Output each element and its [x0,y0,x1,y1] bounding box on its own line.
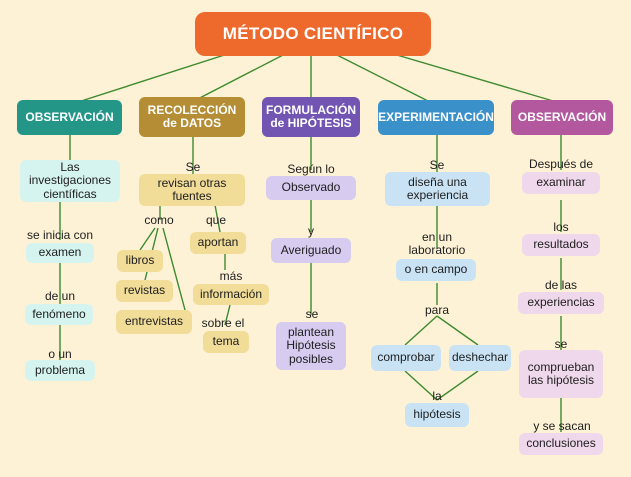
connector-como: como [144,213,174,228]
node-comprobar: comprobar [371,345,441,371]
connector-se-inicia-con: se inicia con [26,228,94,243]
node-averiguado: Averiguado [271,238,351,263]
connector-se-disena: Se [429,158,445,173]
connector-los: los [553,220,569,235]
node-plantean-hipotesis: plantean Hipótesis posibles [276,322,346,370]
heading-observacion: OBSERVACIÓN [17,100,122,135]
node-entrevistas: entrevistas [116,310,192,334]
connector-de-las: de las [544,278,578,293]
connector-en-un-laboratorio: en un laboratorio [408,229,466,257]
node-problema: problema [25,360,95,381]
connector-que: que [205,213,227,228]
connector-y-se-sacan: y se sacan [533,419,591,434]
node-disena-experiencia: diseña una experiencia [385,172,490,206]
node-libros: libros [117,250,163,272]
heading-recoleccion-datos: RECOLECCIÓN de DATOS [139,97,245,137]
page-title: MÉTODO CIENTÍFICO [195,12,431,56]
connector-segun-lo: Según lo [287,162,335,177]
node-examinar: examinar [522,172,600,194]
connector-se-comprueban: se [554,337,568,352]
connector-se: Se [185,160,201,175]
heading-formulacion-hipotesis: FORMULACIÓN de HIPÓTESIS [262,97,360,137]
node-investigaciones: Las investigaciones científicas [20,160,120,202]
connector-sobre-el: sobre el [201,316,245,331]
node-o-en-campo: o en campo [396,259,476,281]
connector-la: la [432,389,442,404]
connector-y: y [308,224,314,239]
node-aportan: aportan [190,232,246,254]
node-deshechar: deshechar [449,345,511,371]
connector-de-un: de un [44,289,76,304]
node-conclusiones: conclusiones [519,433,603,455]
node-experiencias: experiencias [518,292,604,314]
heading-observacion-final: OBSERVACIÓN [511,100,613,135]
node-observado: Observado [266,176,356,200]
heading-experimentacion: EXPERIMENTACIÓN [378,100,494,135]
node-fenomeno: fenómeno [25,304,93,325]
connector-para: para [424,303,450,318]
connector-mas: más [219,269,243,284]
connector-se-plantean: se [305,307,319,322]
node-informacion: información [193,284,269,305]
node-hipotesis: hipótesis [405,403,469,427]
connector-o-un: o un [48,347,72,362]
node-tema: tema [203,331,249,353]
connector-despues-de: Después de [528,157,594,172]
node-revistas: revistas [116,280,173,302]
node-examen: examen [26,243,94,263]
node-comprueban-hipotesis: comprueban las hipótesis [519,350,603,398]
node-revisan-otras-fuentes: revisan otras fuentes [139,174,245,206]
node-resultados: resultados [522,234,600,256]
